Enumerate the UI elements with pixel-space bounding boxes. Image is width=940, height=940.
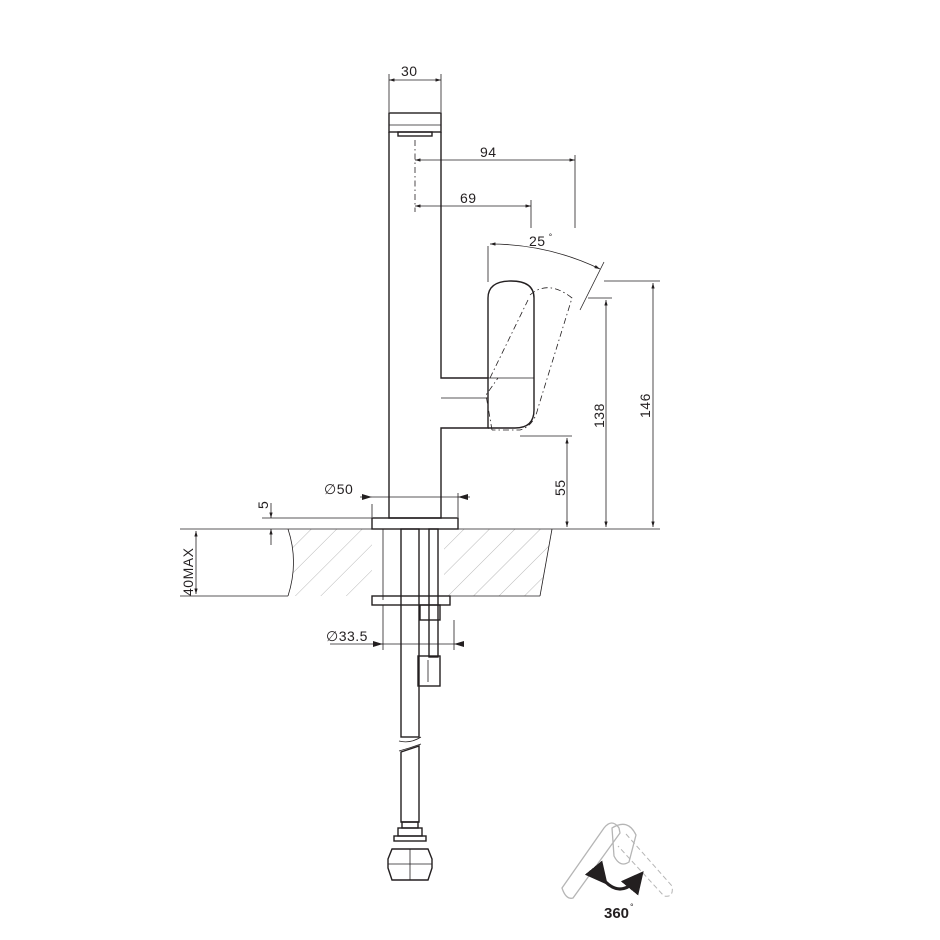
dim-base-diameter-label: ∅50 [324, 481, 353, 497]
dim-total-height-label: 146 [637, 393, 653, 418]
underside-fittings [371, 528, 451, 881]
dim-base-thickness: 5 [255, 501, 372, 545]
hex-nut [387, 848, 433, 881]
base-plate [371, 517, 459, 530]
dim-shank-diameter-label: ∅33.5 [326, 628, 368, 644]
dim-body-height: 55 [520, 435, 572, 527]
spout-aerator [388, 112, 442, 133]
dim-body-height-label: 55 [552, 479, 568, 496]
dim-spout-reach-label: 94 [480, 144, 497, 160]
dim-handle-height-label: 138 [591, 403, 607, 428]
dim-base-thickness-label: 5 [255, 501, 271, 509]
dim-total-height: 146 [604, 280, 660, 527]
dim-spout-reach: 94 [414, 140, 576, 228]
dim-base-diameter: ∅50 [324, 481, 470, 517]
dim-counter-thickness: 40MAX [180, 531, 198, 596]
dim-handle-angle-label: 25° [529, 232, 553, 249]
dim-handle-height: 138 [588, 297, 612, 527]
pipe-fitting [417, 655, 441, 687]
dim-handle-reach: 69 [415, 190, 532, 228]
threaded-stud [428, 528, 439, 658]
rotation-360-diagram: 360° [561, 822, 673, 922]
curved-double-arrow-icon [584, 860, 644, 896]
dim-handle-angle: 25° [487, 232, 605, 311]
rotation-label: 360° [604, 902, 634, 922]
lever-handle [487, 280, 535, 429]
dim-handle-reach-label: 69 [460, 190, 477, 206]
hose-lower [400, 745, 420, 823]
dim-shank-diameter: ∅33.5 [326, 605, 464, 650]
lever-rotated-outline [485, 287, 573, 431]
dim-counter-thickness-label: 40MAX [180, 547, 196, 596]
hose-upper [400, 528, 420, 738]
dim-spout-width-label: 30 [401, 63, 418, 79]
faucet-body [371, 112, 535, 530]
dim-spout-width: 30 [388, 63, 442, 112]
countertop-section [180, 528, 660, 597]
